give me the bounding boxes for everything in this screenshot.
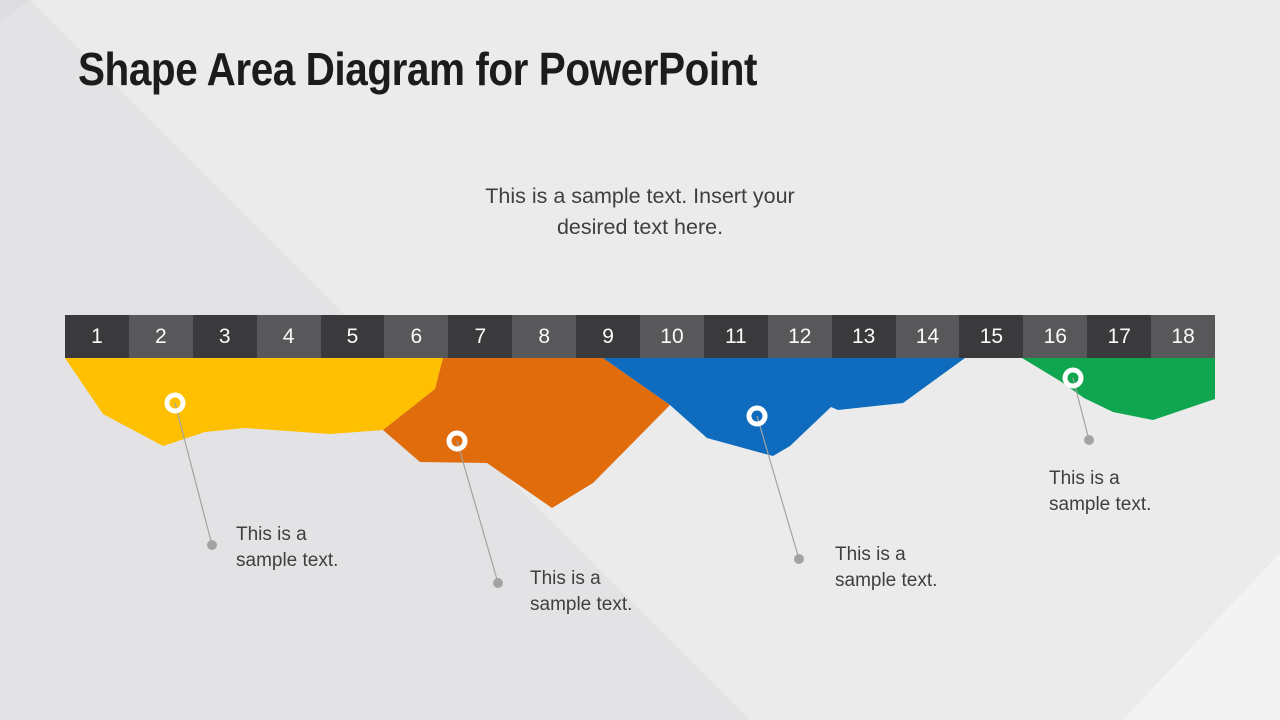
callout-label-green: This is a sample text. bbox=[1049, 466, 1151, 518]
marker-ring-orange bbox=[446, 430, 468, 452]
callout-label-orange: This is a sample text. bbox=[530, 566, 632, 618]
scale-number: 4 bbox=[282, 324, 295, 348]
scale-cell-18: 18 bbox=[1151, 315, 1216, 358]
scale-number: 7 bbox=[474, 324, 487, 348]
marker-ring-green bbox=[1062, 367, 1084, 389]
scale-cell-13: 13 bbox=[831, 315, 896, 358]
callout-label-line: This is a bbox=[835, 544, 906, 565]
callout-label-line: This is a bbox=[1049, 468, 1120, 489]
background-triangle-bottom-right bbox=[1123, 553, 1280, 720]
callout-label-line: This is a bbox=[236, 524, 307, 545]
leader-dot-orange bbox=[493, 578, 503, 588]
leader-dot-green bbox=[1084, 435, 1094, 445]
leader-line-blue bbox=[756, 415, 800, 560]
scale-cell-8: 8 bbox=[512, 315, 577, 358]
leader-dot-yellow bbox=[207, 540, 217, 550]
scale-number: 17 bbox=[1107, 324, 1131, 348]
scale-cell-12: 12 bbox=[767, 315, 832, 358]
scale-number: 14 bbox=[915, 324, 940, 348]
scale-cell-17: 17 bbox=[1087, 315, 1152, 358]
area-shape-orange bbox=[383, 358, 670, 508]
callout-label-line: sample text. bbox=[835, 570, 938, 591]
scale-number: 10 bbox=[660, 324, 684, 348]
area-shape-green bbox=[1022, 358, 1215, 420]
callout-label-line: sample text. bbox=[1049, 494, 1152, 515]
scale-number: 15 bbox=[979, 324, 1004, 348]
leader-dot-blue bbox=[794, 554, 804, 564]
leader-line-orange bbox=[456, 440, 499, 584]
scale-cell-7: 7 bbox=[448, 315, 513, 358]
scale-number: 8 bbox=[538, 324, 551, 348]
area-shape-blue bbox=[603, 358, 965, 456]
scale-cell-2: 2 bbox=[128, 315, 193, 358]
scale-cell-4: 4 bbox=[256, 315, 321, 358]
callout-label-line: This is a bbox=[530, 568, 601, 589]
scale-number: 12 bbox=[788, 324, 812, 348]
subtitle-text: This is a sample text. Insert your desir… bbox=[380, 181, 900, 243]
area-shape-yellow bbox=[65, 358, 443, 446]
marker-ring-yellow bbox=[164, 392, 186, 414]
subtitle-line-2: desired text here. bbox=[556, 215, 724, 239]
leader-line-green bbox=[1072, 377, 1090, 441]
callout-label-yellow: This is a sample text. bbox=[236, 522, 338, 574]
scale-cell-14: 14 bbox=[895, 315, 960, 358]
subtitle-line-1: This is a sample text. Insert your bbox=[485, 184, 795, 208]
scale-cell-9: 9 bbox=[576, 315, 641, 358]
scale-cell-5: 5 bbox=[320, 315, 385, 358]
scale-number: 11 bbox=[724, 324, 747, 348]
slide-title: Shape Area Diagram for PowerPoint bbox=[78, 43, 758, 95]
scale-number: 3 bbox=[218, 324, 231, 348]
scale-number: 6 bbox=[410, 324, 423, 348]
background-triangle-corner bbox=[0, 0, 30, 22]
scale-number: 9 bbox=[602, 324, 614, 348]
scale-number: 1 bbox=[91, 324, 103, 348]
scale-cell-16: 16 bbox=[1023, 315, 1088, 358]
scale-number: 2 bbox=[154, 324, 167, 348]
scale-cell-10: 10 bbox=[640, 315, 704, 358]
callout-label-blue: This is a sample text. bbox=[835, 542, 937, 594]
scale-cell-15: 15 bbox=[959, 315, 1024, 358]
scale-number: 16 bbox=[1043, 324, 1067, 348]
callout-label-line: sample text. bbox=[236, 550, 339, 571]
scale-number: 18 bbox=[1171, 324, 1195, 348]
callout-label-line: sample text. bbox=[530, 594, 633, 615]
marker-ring-blue bbox=[746, 405, 768, 427]
scale-cell-1: 1 bbox=[65, 315, 129, 358]
leader-line-yellow bbox=[174, 402, 213, 546]
scale-number: 5 bbox=[346, 324, 359, 348]
scale-cell-11: 11 bbox=[703, 315, 768, 358]
scale-number: 13 bbox=[851, 324, 876, 348]
scale-cell-6: 6 bbox=[384, 315, 449, 358]
scale-cell-3: 3 bbox=[192, 315, 257, 358]
